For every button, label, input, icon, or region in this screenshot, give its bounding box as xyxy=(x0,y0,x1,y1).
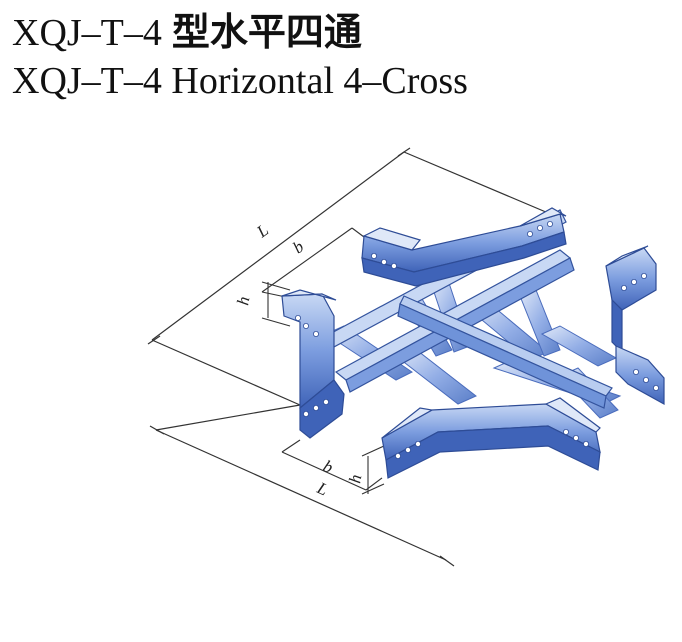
dimension-bottom-height xyxy=(361,445,385,495)
title-code: XQJ–T–4 xyxy=(12,12,162,54)
dim-label-top-width: b xyxy=(289,237,307,257)
tray-top-rail xyxy=(361,207,567,287)
dimension-top-length xyxy=(147,147,561,406)
dim-label-top-length: L xyxy=(252,220,272,242)
tray-bottom-rail-holes xyxy=(394,428,590,459)
tray-left-end-plate-holes xyxy=(294,314,329,417)
dim-label-bottom-height: h xyxy=(345,473,365,485)
tray-right-end-plate xyxy=(605,245,665,406)
tray-right-end-plate-holes xyxy=(621,272,660,391)
dimension-bottom-width xyxy=(281,439,383,491)
dimension-top-width xyxy=(261,227,369,301)
title-english: XQJ–T–4 Horizontal 4–Cross xyxy=(12,60,468,102)
title-chinese-text: 型水平四通 xyxy=(171,10,362,54)
tray-top-rail-holes xyxy=(370,220,554,269)
dim-label-bottom-length: L xyxy=(313,478,330,500)
dim-label-bottom-width: b xyxy=(320,456,335,477)
tray-left-end-plate xyxy=(281,289,345,439)
dim-label-top-height: h xyxy=(233,295,253,307)
dimension-top-height xyxy=(261,281,291,327)
tray-cross-channel xyxy=(397,295,613,409)
dimension-bottom-length xyxy=(149,404,455,567)
tray-bottom-rail xyxy=(381,397,601,479)
